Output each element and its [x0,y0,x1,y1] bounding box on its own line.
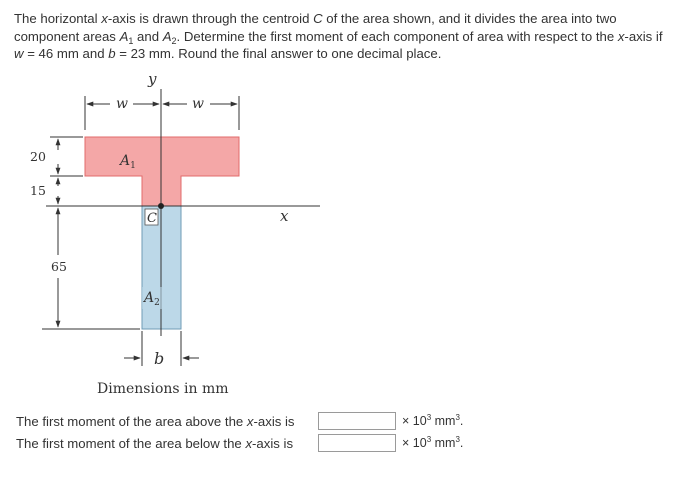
dim-20-label: 20 [30,149,46,164]
unit-text: . [459,414,464,428]
problem-var-c: C [313,11,323,26]
problem-sub-2: 2 [171,35,177,46]
b-label: b [154,349,164,368]
answer-below-axis: x [245,436,253,451]
problem-text: -axis if [624,28,663,44]
answer-below-input[interactable] [318,434,396,452]
y-axis-label: y [147,70,157,88]
problem-var-a1: A [119,28,129,44]
answer-row-above: The first moment of the area above the x… [16,410,676,432]
answer-below-suffix: -axis is [252,436,294,451]
problem-var-x: x [101,11,108,26]
figure-caption: Dimensions in mm [97,381,229,397]
answer-above-suffix: -axis is [253,414,295,429]
problem-text: and [133,28,163,44]
problem-var-a2: A [162,28,172,44]
a2-label-box [142,287,164,309]
answer-above-axis: x [246,414,254,429]
area-a1 [84,136,240,207]
answer-below-prefix: The first moment of the area below the [16,436,246,451]
answer-above-label: The first moment of the area above the x… [16,414,295,429]
dim-65-label: 65 [51,259,67,274]
problem-text: = 46 mm and [23,46,109,61]
dim-15-label: 15 [30,183,46,198]
problem-text: . Determine the first moment of each com… [176,28,618,44]
problem-text: -axis is drawn through the centroid [107,11,314,26]
unit-text: mm [431,436,456,450]
problem-var-w: w [14,46,24,61]
a1-subscript: 1 [130,161,136,171]
w-right-label: w [192,96,204,112]
problem-sub-1: 1 [128,35,134,46]
a2-letter: A [142,290,154,306]
problem-text: The horizontal [14,11,102,26]
unit-exp: 3 [455,413,460,422]
answer-above-unit: × 103 mm3. [402,413,464,429]
a1-letter: A [118,153,130,169]
a2-label: A2 [142,290,160,308]
problem-statement: The horizontal x-axis is drawn through t… [14,10,674,63]
unit-exp: 3 [426,413,432,422]
centroid-point [158,203,164,209]
centroid-label-box [144,208,159,226]
unit-text: × 10 [402,436,427,450]
answer-row-below: The first moment of the area below the x… [16,432,676,454]
unit-text: . [459,436,464,450]
x-axis-label: x [280,207,289,225]
answer-above-input[interactable] [318,412,396,430]
problem-text: = 23 mm. Round the final answer to one d… [115,46,442,61]
answer-above-prefix: The first moment of the area above the [16,414,247,429]
a2-subscript: 2 [154,298,160,308]
answer-below-label: The first moment of the area below the x… [16,436,293,451]
t-section-figure: w w y 20 15 65 A1 C x A2 b Dimensions in… [30,70,320,397]
problem-var-x: x [617,28,625,44]
problem-text: of the area shown, and it divides the ar… [14,11,617,44]
centroid-label: C [147,211,157,226]
w-left-label: w [116,96,128,112]
unit-exp: 3 [426,435,432,444]
problem-var-b: b [108,46,116,61]
answer-below-unit: × 103 mm3. [402,435,464,451]
unit-text: × 10 [402,414,427,428]
a1-label: A1 [118,153,136,171]
unit-exp: 3 [455,435,460,444]
unit-text: mm [431,414,456,428]
